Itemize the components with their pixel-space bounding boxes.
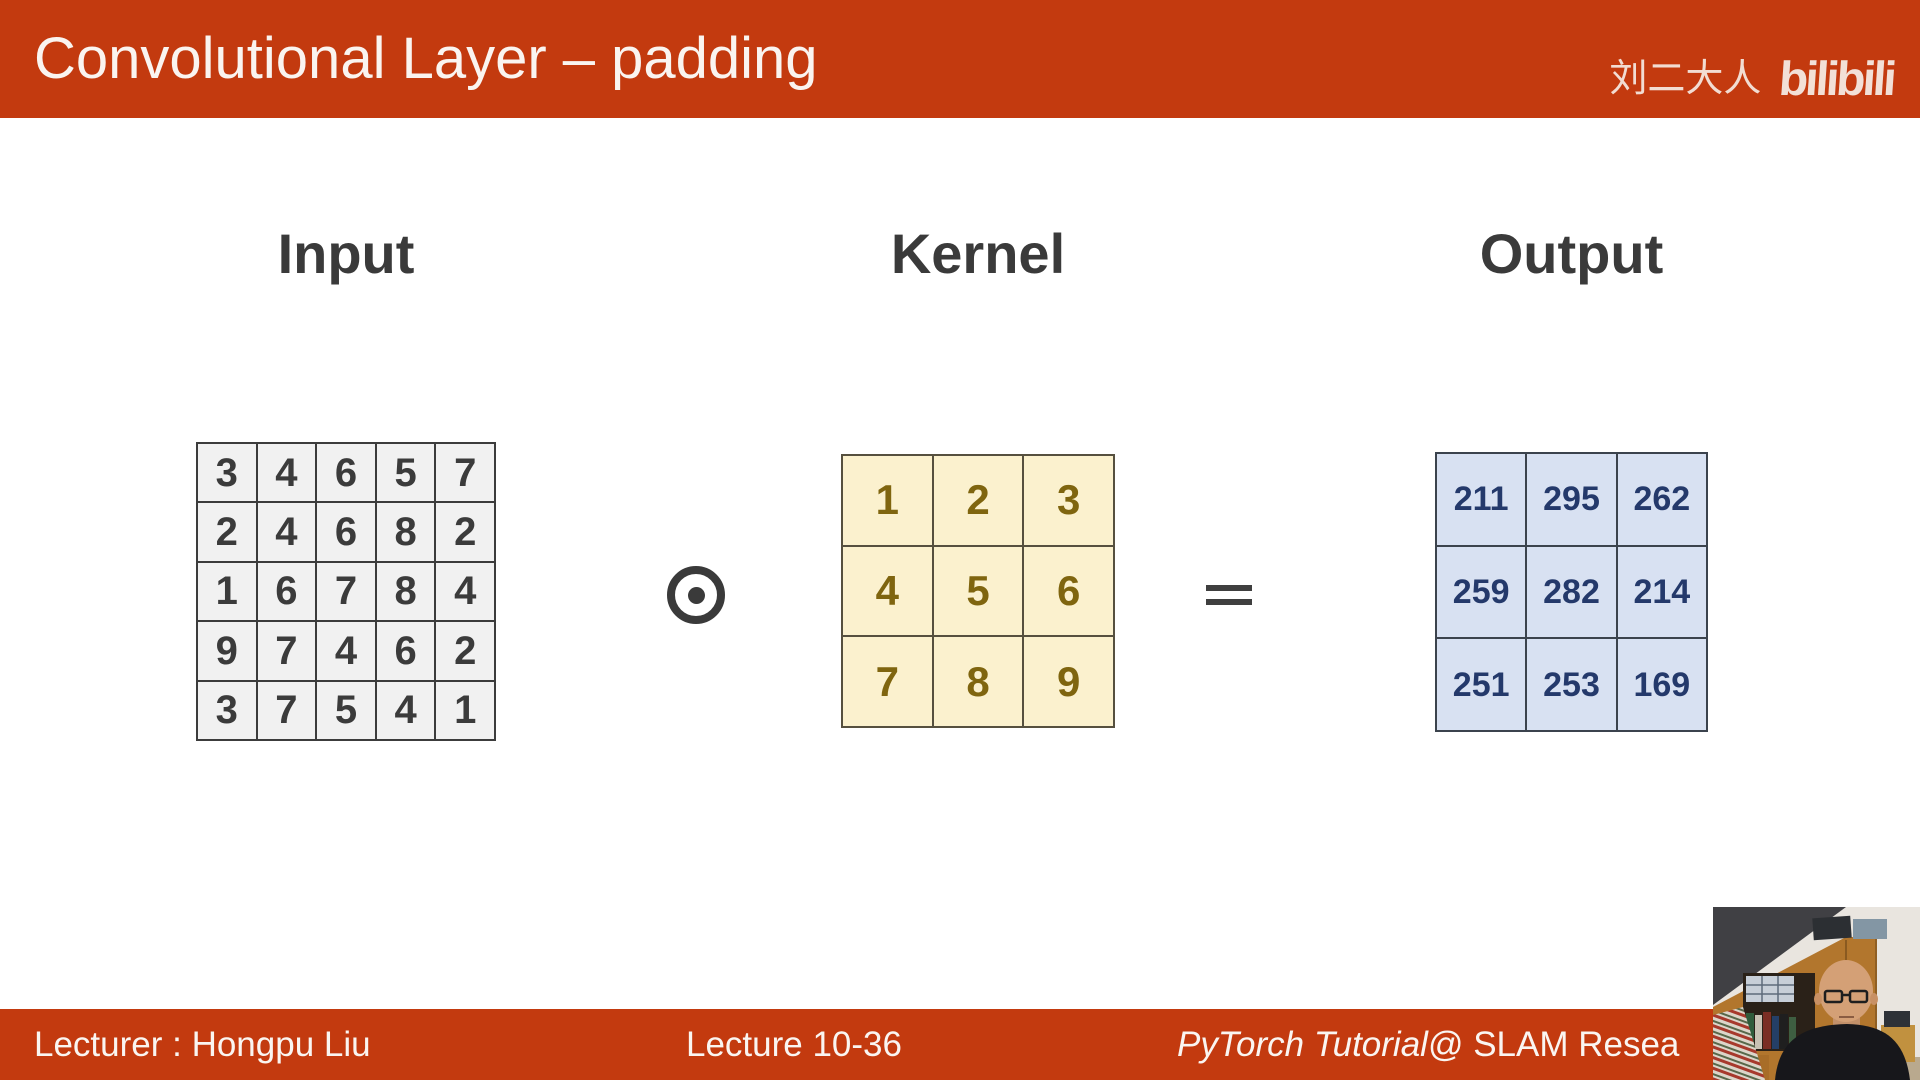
matrix-cell: 6 (317, 444, 375, 502)
matrix-cell: 4 (257, 444, 316, 502)
matrix-cell: 7 (317, 562, 375, 621)
matrix-cell: 7 (257, 681, 316, 739)
matrix-cell: 169 (1617, 639, 1706, 730)
matrix-cell: 3 (198, 681, 256, 739)
equals-bar (1206, 585, 1252, 591)
slide-title: Convolutional Layer – padding (34, 26, 818, 91)
kernel-label: Kernel (890, 222, 1066, 285)
course-title-italic: PyTorch Tutorial (1177, 1025, 1428, 1064)
bilibili-logo: bilibili (1777, 53, 1896, 106)
matrix-cell: 1 (436, 681, 494, 739)
matrix-cell: 1 (843, 456, 932, 545)
matrix-cell: 214 (1617, 546, 1706, 638)
matrix-cell: 211 (1437, 454, 1526, 545)
matrix-cell: 3 (1024, 456, 1113, 545)
matrix-cell: 259 (1437, 546, 1526, 638)
matrix-cell: 8 (933, 637, 1023, 726)
matrix-cell: 251 (1437, 639, 1526, 730)
matrix-cell: 2 (436, 622, 494, 680)
matrix-cell: 262 (1617, 454, 1706, 545)
matrix-cell: 8 (376, 562, 435, 621)
matrix-cell: 7 (257, 622, 316, 680)
webcam-scene (1713, 907, 1920, 1080)
circled-dot-operator-icon (667, 566, 725, 624)
matrix-cell: 4 (843, 546, 932, 636)
matrix-cell: 253 (1527, 639, 1616, 730)
matrix-cell: 2 (933, 456, 1023, 545)
footer-bar: Lecturer : Hongpu Liu Lecture 10-36 PyTo… (0, 1009, 1920, 1080)
course-title: PyTorch Tutorial @ SLAM Resea (1177, 1009, 1679, 1080)
lecture-number: Lecture 10-36 (686, 1025, 902, 1064)
matrix-cell: 4 (257, 503, 316, 561)
matrix-cell: 7 (843, 637, 932, 726)
webcam-overlay (1713, 907, 1920, 1080)
matrix-cell: 9 (198, 622, 256, 680)
matrix-cell: 4 (376, 681, 435, 739)
matrix-cell: 6 (317, 503, 375, 561)
matrix-cell: 5 (933, 546, 1023, 636)
output-label: Output (1479, 222, 1664, 285)
matrix-cell: 7 (436, 444, 494, 502)
matrix-cell: 5 (376, 444, 435, 502)
matrix-cell: 4 (317, 622, 375, 680)
matrix-cell: 8 (376, 503, 435, 561)
lecturer-credit: Lecturer : Hongpu Liu (34, 1025, 371, 1064)
channel-name-watermark: 刘二大人 (1609, 58, 1762, 100)
matrix-cell: 6 (376, 622, 435, 680)
matrix-cell: 6 (257, 562, 316, 621)
matrix-cell: 2 (436, 503, 494, 561)
matrix-cell: 9 (1024, 637, 1113, 726)
matrix-cell: 5 (317, 681, 375, 739)
equals-sign-icon (1206, 585, 1252, 605)
course-title-suffix: @ SLAM Resea (1427, 1025, 1680, 1064)
branding: 刘二大人 bilibili (1609, 0, 1896, 118)
title-bar: Convolutional Layer – padding 刘二大人 bilib… (0, 0, 1920, 118)
input-label: Input (277, 222, 415, 285)
matrix-cell: 6 (1024, 546, 1113, 636)
matrix-cell: 2 (198, 503, 256, 561)
matrix-cell: 282 (1527, 546, 1616, 638)
matrix-cell: 295 (1527, 454, 1616, 545)
matrix-cell: 4 (436, 562, 494, 621)
equals-bar (1206, 599, 1252, 605)
matrix-cell: 3 (198, 444, 256, 502)
matrix-cell: 1 (198, 562, 256, 621)
